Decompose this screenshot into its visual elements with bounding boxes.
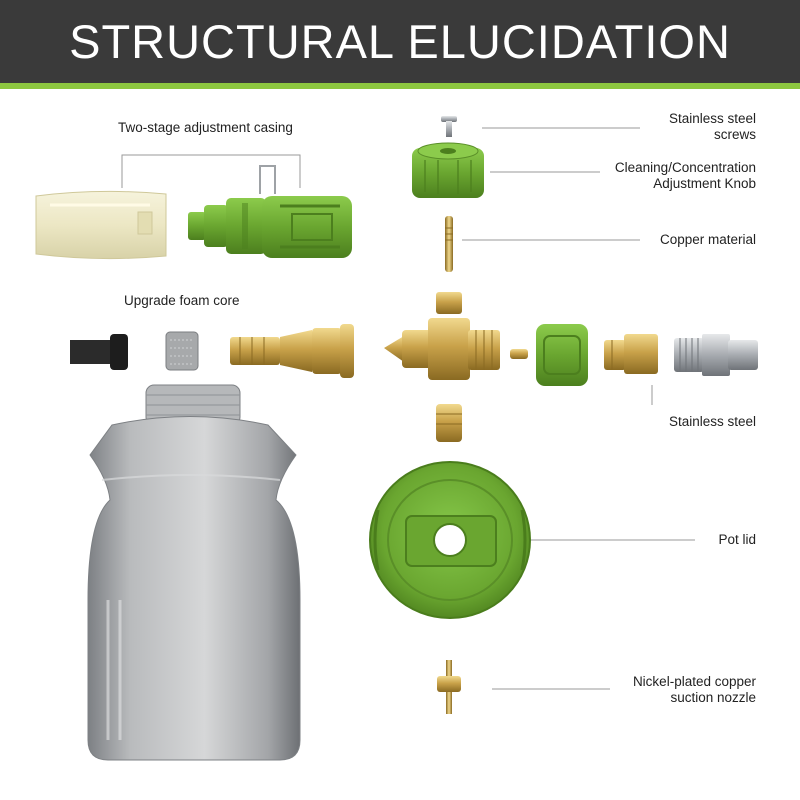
brass-foam-tube <box>230 324 354 378</box>
black-plug <box>70 334 128 370</box>
knob-label-line-2: Adjustment Knob <box>653 176 756 191</box>
screws-label: Stainless steel screws <box>669 111 756 143</box>
header-bar: STRUCTURAL ELUCIDATION <box>0 0 800 89</box>
cream-casing <box>35 190 167 260</box>
screws-label-line-1: Stainless steel <box>668 111 756 126</box>
foam-core-label: Upgrade foam core <box>124 293 240 308</box>
suction-nozzle <box>437 660 461 714</box>
knob-label-line-1: Cleaning/Concentration <box>614 160 756 175</box>
casing-label: Two-stage adjustment casing <box>118 120 293 135</box>
casing-leader-line <box>121 154 301 188</box>
stainless-screw <box>441 116 457 137</box>
bottle <box>87 384 301 761</box>
leader-lines <box>121 127 695 690</box>
page-title: STRUCTURAL ELUCIDATION <box>69 15 731 68</box>
nozzle-label-line-2: suction nozzle <box>670 690 756 705</box>
screws-label-line-2: screws <box>713 127 756 142</box>
nozzle-label-line-1: Nickel-plated copper <box>632 674 756 689</box>
brass-main-body <box>384 292 528 442</box>
brass-plug <box>604 334 658 374</box>
pot-lid-label: Pot lid <box>718 532 756 547</box>
knob-label: Cleaning/Concentration Adjustment Knob <box>615 160 756 192</box>
foam-mesh <box>165 331 199 371</box>
copper-label: Copper material <box>659 232 756 247</box>
stainless-connector <box>674 334 758 376</box>
adjustment-knob <box>412 142 484 198</box>
stainless-label: Stainless steel <box>668 414 756 429</box>
green-coupling <box>536 324 588 386</box>
pot-lid <box>369 461 531 619</box>
green-adjuster-body <box>188 196 352 258</box>
nozzle-label: Nickel-plated copper suction nozzle <box>633 674 756 706</box>
wire-clip <box>259 165 276 194</box>
copper-needle <box>445 216 453 272</box>
